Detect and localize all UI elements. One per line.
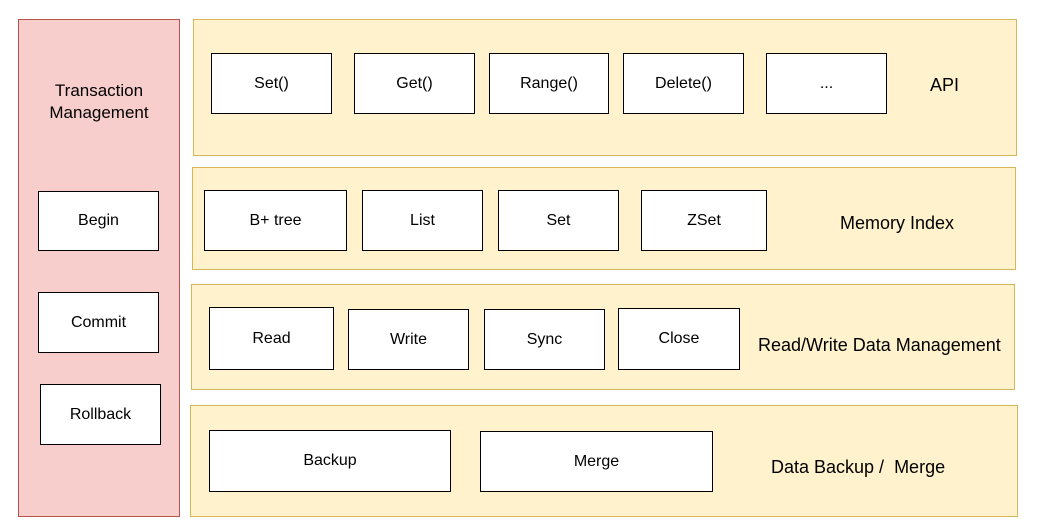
index-list-box: List [362,190,483,251]
index-bplus-tree-box: B+ tree [204,190,347,251]
api-range-box: Range() [489,53,609,114]
commit-box: Commit [38,292,159,353]
rollback-box: Rollback [40,384,161,445]
merge-box: Merge [480,431,713,492]
transaction-title-line1: Transaction [54,81,144,100]
api-get-box: Get() [354,53,475,114]
rw-sync-box: Sync [484,309,605,370]
begin-box: Begin [38,191,159,251]
api-set-box: Set() [211,53,332,114]
rw-close-box: Close [618,308,740,370]
api-label: API [930,74,960,95]
memory-index-label: Memory Index [840,212,955,233]
backup-box: Backup [209,430,451,492]
rw-read-box: Read [209,307,334,370]
transaction-management-title: Transaction Management [18,80,180,124]
api-more-box: ... [766,53,887,114]
rw-write-box: Write [348,309,469,370]
index-set-box: Set [498,190,619,251]
rw-data-label: Read/Write Data Management [758,334,1001,355]
transaction-title-line2: Management [49,103,149,122]
index-zset-box: ZSet [641,190,767,251]
backup-merge-label: Data Backup / Merge [771,456,946,477]
api-delete-box: Delete() [623,53,744,114]
